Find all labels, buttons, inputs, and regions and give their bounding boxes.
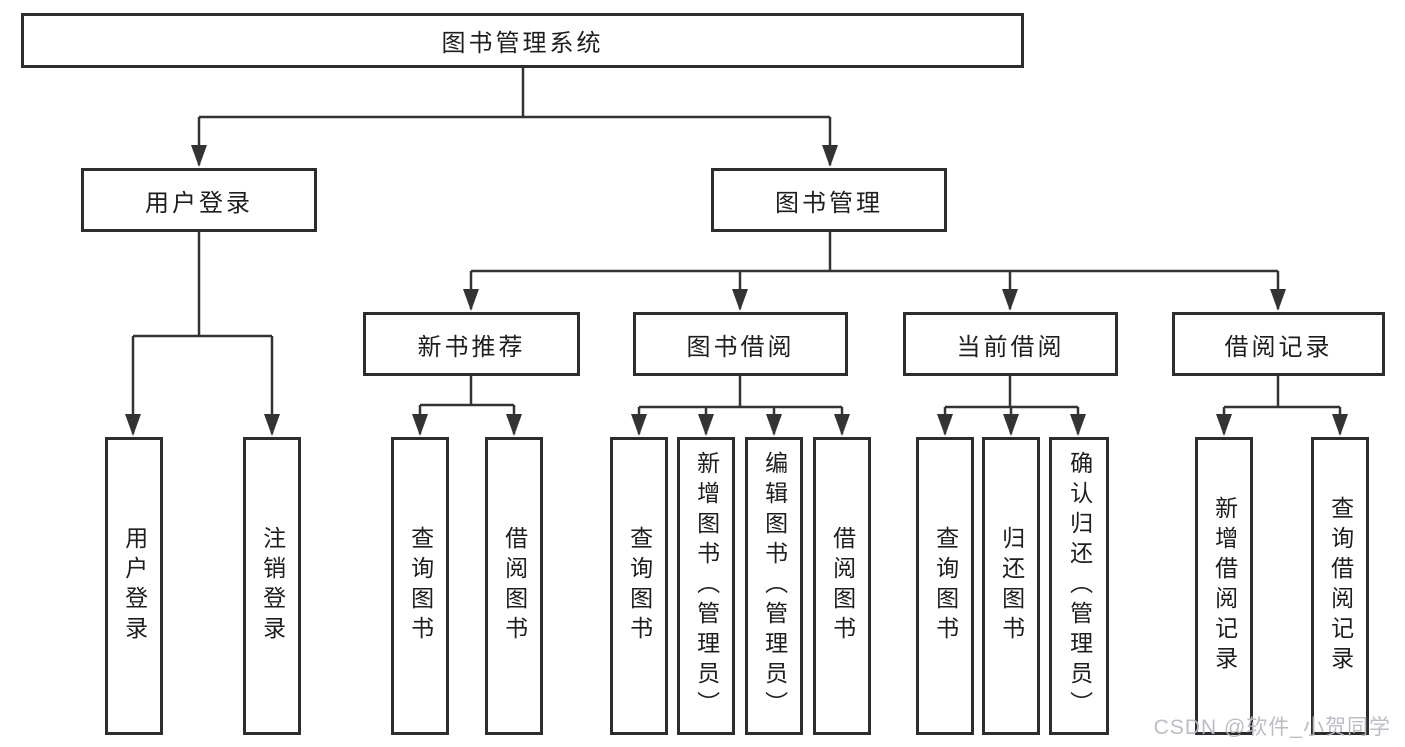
leaf-edit-book-admin: 编辑图书（管理员） — [745, 437, 803, 735]
leaf-query-books-recommend: 查询图书 — [391, 437, 449, 735]
leaf-logout: 注销登录 — [243, 437, 301, 735]
node-user-login-label: 用户登录 — [145, 189, 253, 217]
leaf-user-login-label: 用户登录 — [121, 526, 148, 646]
leaf-borrow-books-recommend-label: 借阅图书 — [501, 526, 528, 646]
node-current-borrow-label: 当前借阅 — [956, 333, 1065, 361]
leaf-query-books-current-label: 查询图书 — [932, 526, 959, 646]
node-book-borrow-label: 图书借阅 — [686, 333, 795, 361]
node-user-login: 用户登录 — [81, 168, 317, 232]
node-borrow-records-label: 借阅记录 — [1224, 333, 1333, 361]
node-book-management: 图书管理 — [711, 168, 947, 232]
leaf-query-books-current: 查询图书 — [916, 437, 974, 735]
leaf-user-login: 用户登录 — [105, 437, 163, 735]
leaf-confirm-return-admin-label: 确认归还（管理员） — [1066, 451, 1093, 721]
leaf-borrow-books: 借阅图书 — [813, 437, 871, 735]
node-new-book-recommend: 新书推荐 — [363, 312, 580, 376]
leaf-borrow-books-label: 借阅图书 — [829, 526, 856, 646]
node-new-book-recommend-label: 新书推荐 — [417, 333, 526, 361]
node-root-system-label: 图书管理系统 — [441, 30, 604, 57]
node-current-borrow: 当前借阅 — [903, 312, 1118, 376]
leaf-query-books-borrow: 查询图书 — [610, 437, 668, 735]
leaf-query-books-borrow-label: 查询图书 — [626, 526, 653, 646]
leaf-query-borrow-record-label: 查询借阅记录 — [1327, 496, 1354, 676]
node-book-borrow: 图书借阅 — [633, 312, 848, 376]
leaf-add-book-admin-label: 新增图书（管理员） — [693, 451, 720, 721]
leaf-query-borrow-record: 查询借阅记录 — [1311, 437, 1369, 735]
leaf-edit-book-admin-label: 编辑图书（管理员） — [761, 451, 788, 721]
leaf-return-book: 归还图书 — [982, 437, 1040, 735]
leaf-return-book-label: 归还图书 — [998, 526, 1025, 646]
leaf-logout-label: 注销登录 — [259, 526, 286, 646]
leaf-query-books-recommend-label: 查询图书 — [407, 526, 434, 646]
node-borrow-records: 借阅记录 — [1172, 312, 1385, 376]
leaf-confirm-return-admin: 确认归还（管理员） — [1049, 437, 1109, 735]
leaf-borrow-books-recommend: 借阅图书 — [485, 437, 543, 735]
leaf-add-borrow-record: 新增借阅记录 — [1195, 437, 1253, 735]
node-root-system: 图书管理系统 — [21, 13, 1024, 68]
leaf-add-book-admin: 新增图书（管理员） — [677, 437, 735, 735]
node-book-management-label: 图书管理 — [775, 189, 883, 217]
leaf-add-borrow-record-label: 新增借阅记录 — [1211, 496, 1238, 676]
